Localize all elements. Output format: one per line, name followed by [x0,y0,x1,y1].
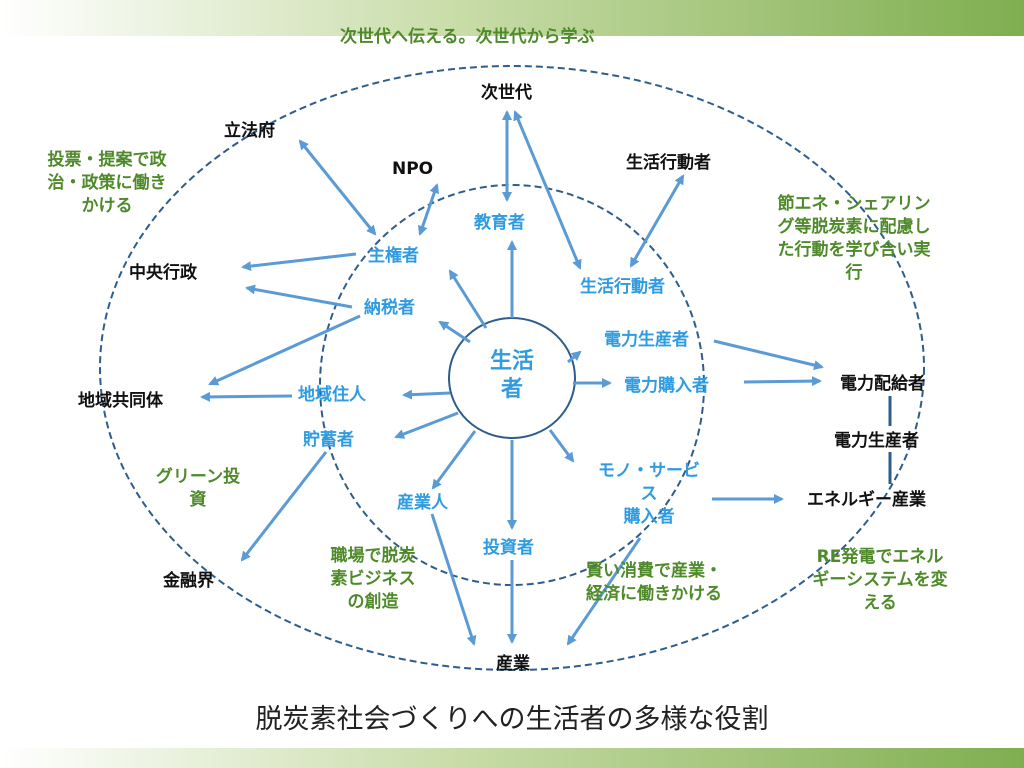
note-green-toshi: グリーン投 資 [155,467,241,510]
arrow-to-denryoku-seisansha [567,350,582,364]
role-denryoku-seisansha: 電力生産者 [604,330,689,350]
arrow-sangyojin-sangyo [430,513,477,646]
arrow-shukensha-chuo-gyosei [241,252,357,272]
arrow-shukensha-rippofu [298,139,377,236]
role-shukensha: 主権者 [368,246,419,266]
arrow-shukensha-npo [417,183,440,236]
center-seikatsusha: 生活 者 [489,349,534,402]
arrow-chiiki-jumin-kyodotai [200,391,293,402]
role-sangyojin: 産業人 [397,493,448,513]
top-message: 次世代へ伝える。次世代から学ぶ [340,27,595,47]
arrow-nozeisha-chiiki-kyodotai [208,314,361,386]
node-denryoku-haikyusha: 電力配給者 [840,374,925,394]
outer-ellipse [99,65,925,671]
note-tohyo: 投票・提案で政 治・政策に働き かける [47,150,167,216]
role-chiiki-jumin: 地域住人 [298,385,366,405]
note-re-hatsuden: RE発電でエネル ギーシステムを変 える [812,547,948,613]
arrow-to-chiiki-jumin [402,389,451,400]
role-toshisha: 投資者 [483,538,534,558]
arrow-to-shukensha [448,269,488,329]
caption: 脱炭素社会づくりへの生活者の多様な役割 [255,704,769,735]
arrow-group [200,110,824,646]
arrow-jisedai-seikatsu-kodosha [513,110,582,270]
node-seikatsu-kodosha: 生活行動者 [626,153,711,173]
arrow-mono-service-sangyo [566,537,642,646]
role-kyoikusha: 教育者 [474,213,525,233]
arrow-to-mono-service [548,429,575,463]
node-jisedai: 次世代 [481,83,532,103]
arrow-seikatsu-kodosha-outer [629,174,685,268]
arrow-nozeisha-chuo-gyosei [245,284,353,309]
arrow-to-nozeisha [438,320,471,344]
bottom-green-band [0,748,1024,768]
node-energy-sangyo: エネルギー産業 [807,490,926,510]
inner-ellipse [319,184,705,586]
top-green-band [0,0,1024,36]
arrow-to-sangyojin [431,430,477,490]
note-setsuene: 節エネ・シェアリン グ等脱炭素に配慮し た行動を学び合い実 行 [777,194,931,283]
note-kashikoi-shohi: 賢い消費で産業・ 経済に働きかける [586,561,722,604]
note-shokuba: 職場で脱炭 素ビジネス の創造 [330,546,416,612]
role-seikatsu-kodosha: 生活行動者 [580,277,665,297]
arrow-denryoku-seisansha-haikyu [713,339,824,370]
arrow-denryoku-konyusha-haikyu [743,376,822,387]
arrow-to-chochikusha [394,411,459,439]
node-npo: NPO [392,159,434,179]
role-nozeisha: 納税者 [364,298,415,318]
node-chiiki-kyodotai: 地域共同体 [78,391,163,411]
role-denryoku-konyusha: 電力購入者 [624,376,709,396]
node-rippofu: 立法府 [224,121,275,141]
role-mono-service-konyusha: モノ・サービ ス 購入者 [598,461,700,527]
node-kinyukai: 金融界 [163,571,214,591]
node-denryoku-seisansha: 電力生産者 [834,431,919,451]
node-sangyo: 産業 [496,654,530,674]
role-chochikusha: 貯蓄者 [303,430,354,450]
node-chuo-gyosei: 中央行政 [129,263,197,283]
arrow-chochikusha-kinyukai [240,451,328,562]
